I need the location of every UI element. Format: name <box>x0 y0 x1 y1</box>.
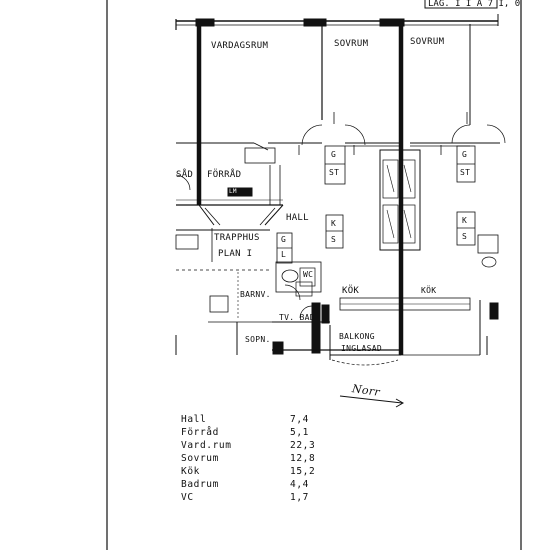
area-row-value: 4,4 <box>290 479 309 490</box>
area-row-name: Kök <box>181 466 200 477</box>
room-label-forrad-left: SÅD <box>176 170 194 180</box>
fixture-g-3: G <box>462 150 468 159</box>
fixture-s-3: S <box>462 232 468 241</box>
area-row-name: Hall <box>181 414 207 425</box>
fixture-g-1: G <box>331 150 337 159</box>
area-row-value: 1,7 <box>290 492 309 503</box>
room-label-sovrum-1: SOVRUM <box>334 39 369 49</box>
room-label-sopn: SOPN. <box>245 335 271 344</box>
room-label-inglasad: INGLASAD <box>341 344 382 353</box>
area-row-value: 12,8 <box>290 453 316 464</box>
area-row-value: 5,1 <box>290 427 309 438</box>
fixture-k-1: K <box>331 219 337 228</box>
header-box <box>424 0 498 9</box>
fixture-s-1: S <box>331 235 337 244</box>
room-label-balkong: BALKONG <box>339 332 375 341</box>
area-row-value: 7,4 <box>290 414 309 425</box>
room-label-hall: HALL <box>286 213 309 223</box>
area-row-name: VC <box>181 492 194 503</box>
fixture-lm: LM <box>229 188 237 195</box>
drawing-reference-label: LAG. I I A 7 I, 0 <box>428 0 521 9</box>
room-label-sovrum-2: SOVRUM <box>410 37 445 47</box>
area-row-name: Vard.rum <box>181 440 232 451</box>
room-label-trapphus: TRAPPHUS <box>214 233 260 243</box>
area-row-name: Badrum <box>181 479 219 490</box>
fixture-k-3: K <box>462 216 468 225</box>
fixture-l-2: L <box>281 250 287 259</box>
north-arrow <box>339 395 403 404</box>
room-label-wc: WC <box>303 270 314 279</box>
area-row-value: 22,3 <box>290 440 316 451</box>
room-label-plan: PLAN I <box>218 249 253 259</box>
room-label-kok-right: KÖK <box>421 286 437 295</box>
fixture-st-3: ST <box>460 168 471 177</box>
fixture-st-1: ST <box>329 168 340 177</box>
area-row-name: Förråd <box>181 427 219 438</box>
room-label-kok: KÖK <box>342 286 360 296</box>
room-label-tv-bad: TV. BAD <box>279 313 315 322</box>
area-row-name: Sovrum <box>181 453 219 464</box>
area-row-value: 15,2 <box>290 466 316 477</box>
north-label: Norr <box>351 382 381 399</box>
room-label-forrad: FÖRRÅD <box>207 170 242 180</box>
fixture-g-2: G <box>281 235 287 244</box>
room-label-barnv: BARNV. <box>240 290 271 299</box>
room-label-vardagsrum: VARDAGSRUM <box>211 41 269 51</box>
